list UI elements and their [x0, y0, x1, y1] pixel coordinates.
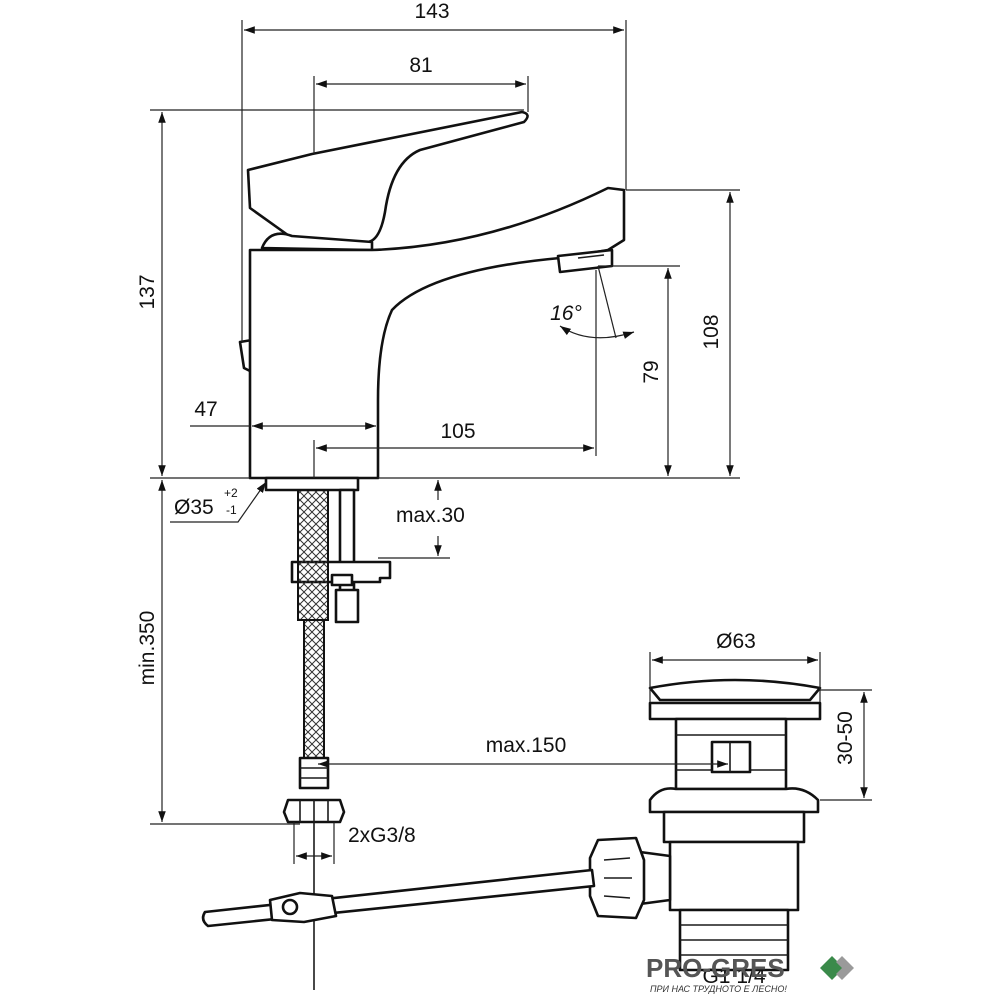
label-143: 143 [414, 0, 449, 23]
label-max-150: max.150 [486, 734, 567, 757]
label-max-30: max.30 [396, 504, 465, 527]
dimension-lines [150, 20, 872, 864]
label-waste-height: 30-50 [834, 711, 857, 765]
label-hole-tol-minus: -1 [226, 503, 237, 517]
diamond-logo-icon [820, 956, 854, 980]
label-hole-diameter: Ø35 [174, 496, 214, 519]
label-137: 137 [136, 274, 159, 309]
label-hole-tol-plus: +2 [224, 486, 238, 500]
label-waste-diameter: Ø63 [716, 630, 756, 653]
brand-logo-text: PRO-GRES [646, 953, 785, 983]
label-105: 105 [440, 420, 475, 443]
pop-up-waste [201, 678, 822, 972]
label-47: 47 [194, 398, 217, 421]
label-min-350: min.350 [136, 611, 159, 686]
label-108: 108 [700, 314, 723, 349]
brand-watermark: PRO-GRES ПРИ НАС ТРУДНОТО Е ЛЕСНО! [646, 953, 854, 994]
label-81: 81 [409, 54, 432, 77]
brand-tagline: ПРИ НАС ТРУДНОТО Е ЛЕСНО! [650, 984, 787, 994]
label-angle: 16° [550, 302, 582, 325]
label-connection: 2xG3/8 [348, 824, 416, 847]
label-79: 79 [640, 360, 663, 383]
label-waste-thread: G1 1/4 [702, 965, 765, 988]
faucet-body [238, 110, 626, 480]
dimension-labels: 143 81 137 108 79 16° 47 105 Ø35 +2 -1 m… [136, 0, 857, 988]
